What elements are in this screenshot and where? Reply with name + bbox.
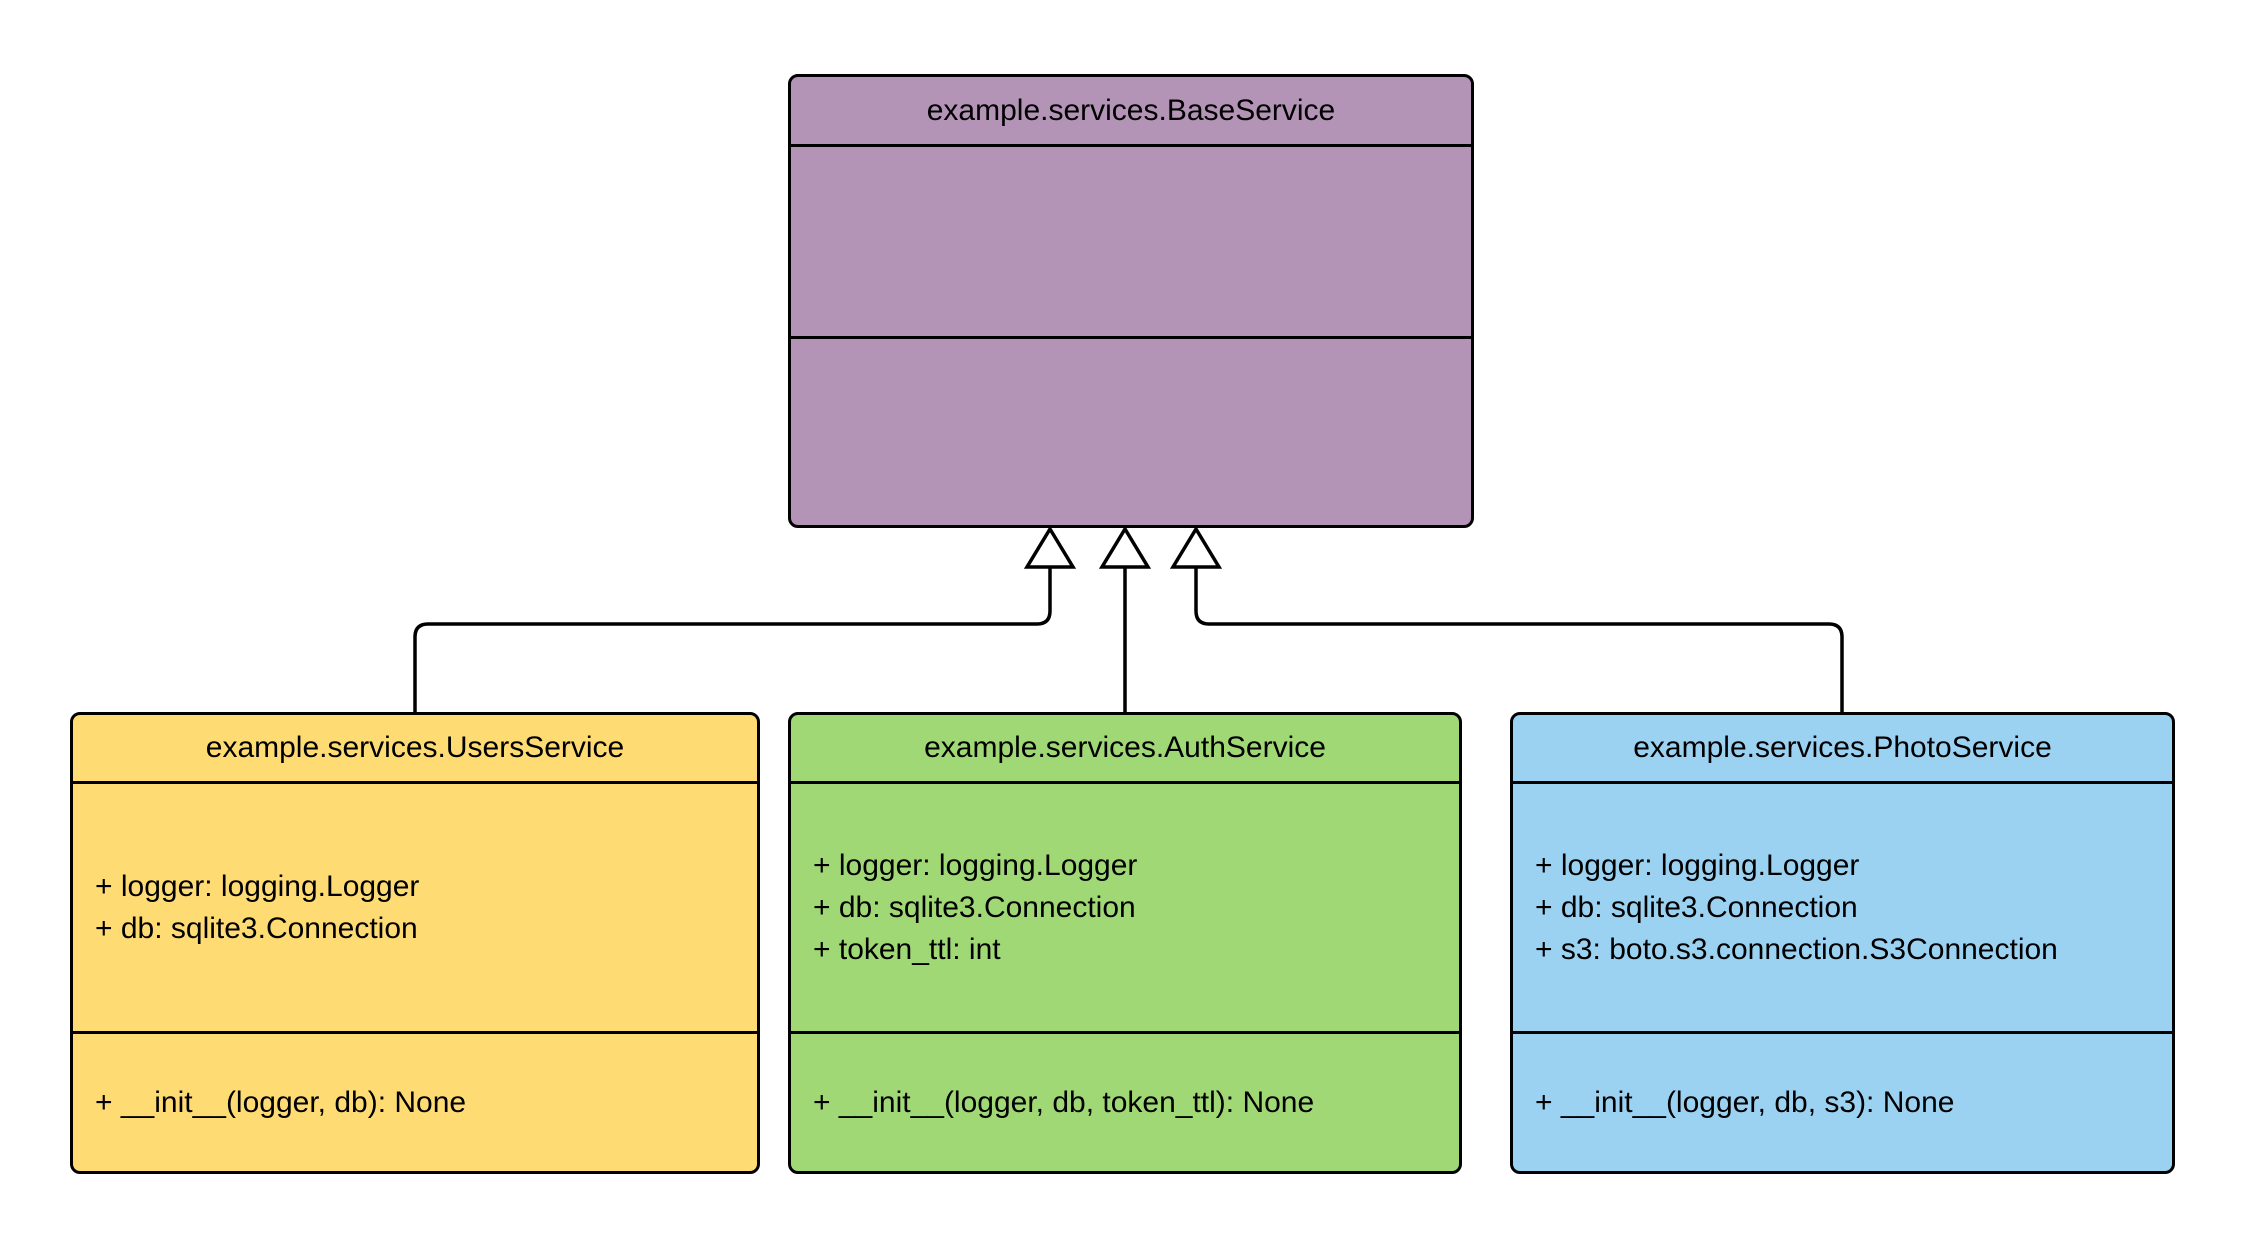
attribute-line: + token_ttl: int	[813, 932, 1001, 966]
attribute-line: + s3: boto.s3.connection.S3Connection	[1535, 932, 2058, 966]
methods-section-usersservice: + __init__(logger, db): None	[73, 1031, 757, 1171]
class-name-baseservice: example.services.BaseService	[926, 93, 1336, 127]
class-name-photoservice: example.services.PhotoService	[1633, 731, 2052, 764]
method-line: + __init__(logger, db, s3): None	[1535, 1085, 1955, 1119]
class-box-photoservice: example.services.PhotoService + logger: …	[1510, 712, 2175, 1174]
attribute-line: + logger: logging.Logger	[813, 848, 1138, 882]
inheritance-arrowhead-icon	[1169, 525, 1223, 569]
attributes-section-authservice: + logger: logging.Logger + db: sqlite3.C…	[791, 781, 1459, 1031]
attribute-line: + db: sqlite3.Connection	[813, 890, 1136, 924]
attributes-section-photoservice: + logger: logging.Logger + db: sqlite3.C…	[1513, 781, 2172, 1031]
methods-section-authservice: + __init__(logger, db, token_ttl): None	[791, 1031, 1459, 1171]
class-name-authservice: example.services.AuthService	[924, 731, 1326, 764]
class-box-usersservice: example.services.UsersService + logger: …	[70, 712, 760, 1174]
method-line: + __init__(logger, db, token_ttl): None	[813, 1085, 1315, 1119]
methods-section-photoservice: + __init__(logger, db, s3): None	[1513, 1031, 2172, 1171]
method-line: + __init__(logger, db): None	[95, 1085, 467, 1119]
inheritance-arrowhead-icon	[1098, 525, 1152, 569]
attribute-line: + db: sqlite3.Connection	[1535, 890, 1858, 924]
inheritance-arrowhead-icon	[1023, 525, 1077, 569]
connector-users-to-base	[413, 567, 1052, 712]
attribute-line: + logger: logging.Logger	[95, 869, 420, 903]
class-box-baseservice: example.services.BaseService	[788, 74, 1474, 528]
class-box-authservice: example.services.AuthService + logger: l…	[788, 712, 1462, 1174]
methods-section-baseservice	[791, 336, 1471, 525]
attribute-line: + db: sqlite3.Connection	[95, 911, 418, 945]
attributes-section-baseservice	[791, 144, 1471, 336]
attribute-line: + logger: logging.Logger	[1535, 848, 1860, 882]
connector-photo-to-base	[1194, 567, 1844, 712]
attributes-section-usersservice: + logger: logging.Logger + db: sqlite3.C…	[73, 781, 757, 1031]
class-name-usersservice: example.services.UsersService	[205, 731, 625, 764]
